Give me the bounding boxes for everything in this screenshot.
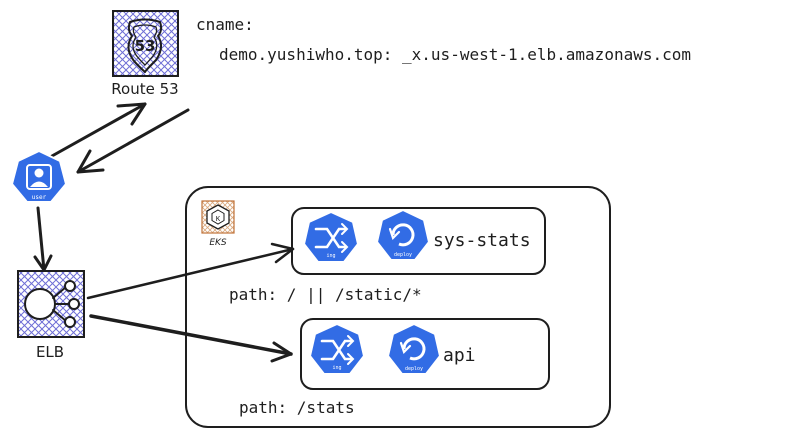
elb-to-sys-stats-arrow: [86, 242, 295, 300]
ingress-icon-label: ing: [326, 253, 335, 259]
deployment-icon-label: deploy: [405, 366, 423, 372]
eks-icon: K: [201, 200, 235, 234]
service-name-api: api: [443, 345, 476, 366]
cname-record-value: demo.yushiwho.top: _x.us-west-1.elb.amaz…: [219, 45, 691, 64]
user-icon-label: user: [32, 194, 47, 201]
route53-label: Route 53: [111, 80, 178, 98]
deployment-icon-label: deploy: [394, 252, 412, 258]
route53-shield-number: 53: [135, 37, 156, 55]
service-box-api: [300, 318, 550, 390]
user-to-elb-arrow: [33, 206, 53, 272]
route53-to-user-arrow: [76, 108, 190, 174]
service-name-sys-stats: sys-stats: [433, 230, 531, 251]
user-to-route53-arrow: [50, 102, 147, 158]
eks-cluster-frame: [185, 186, 611, 428]
ingress-icon: ing: [308, 322, 366, 375]
service-box-sys-stats: [291, 207, 546, 275]
ingress-icon: ing: [302, 210, 360, 263]
elb-label: ELB: [36, 343, 64, 361]
path-rule-sys-stats: path: / || /static/*: [229, 285, 422, 304]
svg-text:K: K: [216, 215, 221, 223]
path-rule-api: path: /stats: [239, 398, 355, 417]
route53-icon: 53: [112, 10, 179, 77]
elb-icon: [17, 270, 85, 338]
deployment-icon: deploy: [375, 208, 431, 261]
eks-label: EKS: [209, 238, 227, 248]
user-icon: user: [10, 149, 68, 203]
elb-to-api-arrow: [89, 314, 293, 363]
record-type-label: cname:: [196, 15, 254, 34]
ingress-icon-label: ing: [332, 365, 341, 371]
deployment-icon: deploy: [386, 322, 442, 375]
